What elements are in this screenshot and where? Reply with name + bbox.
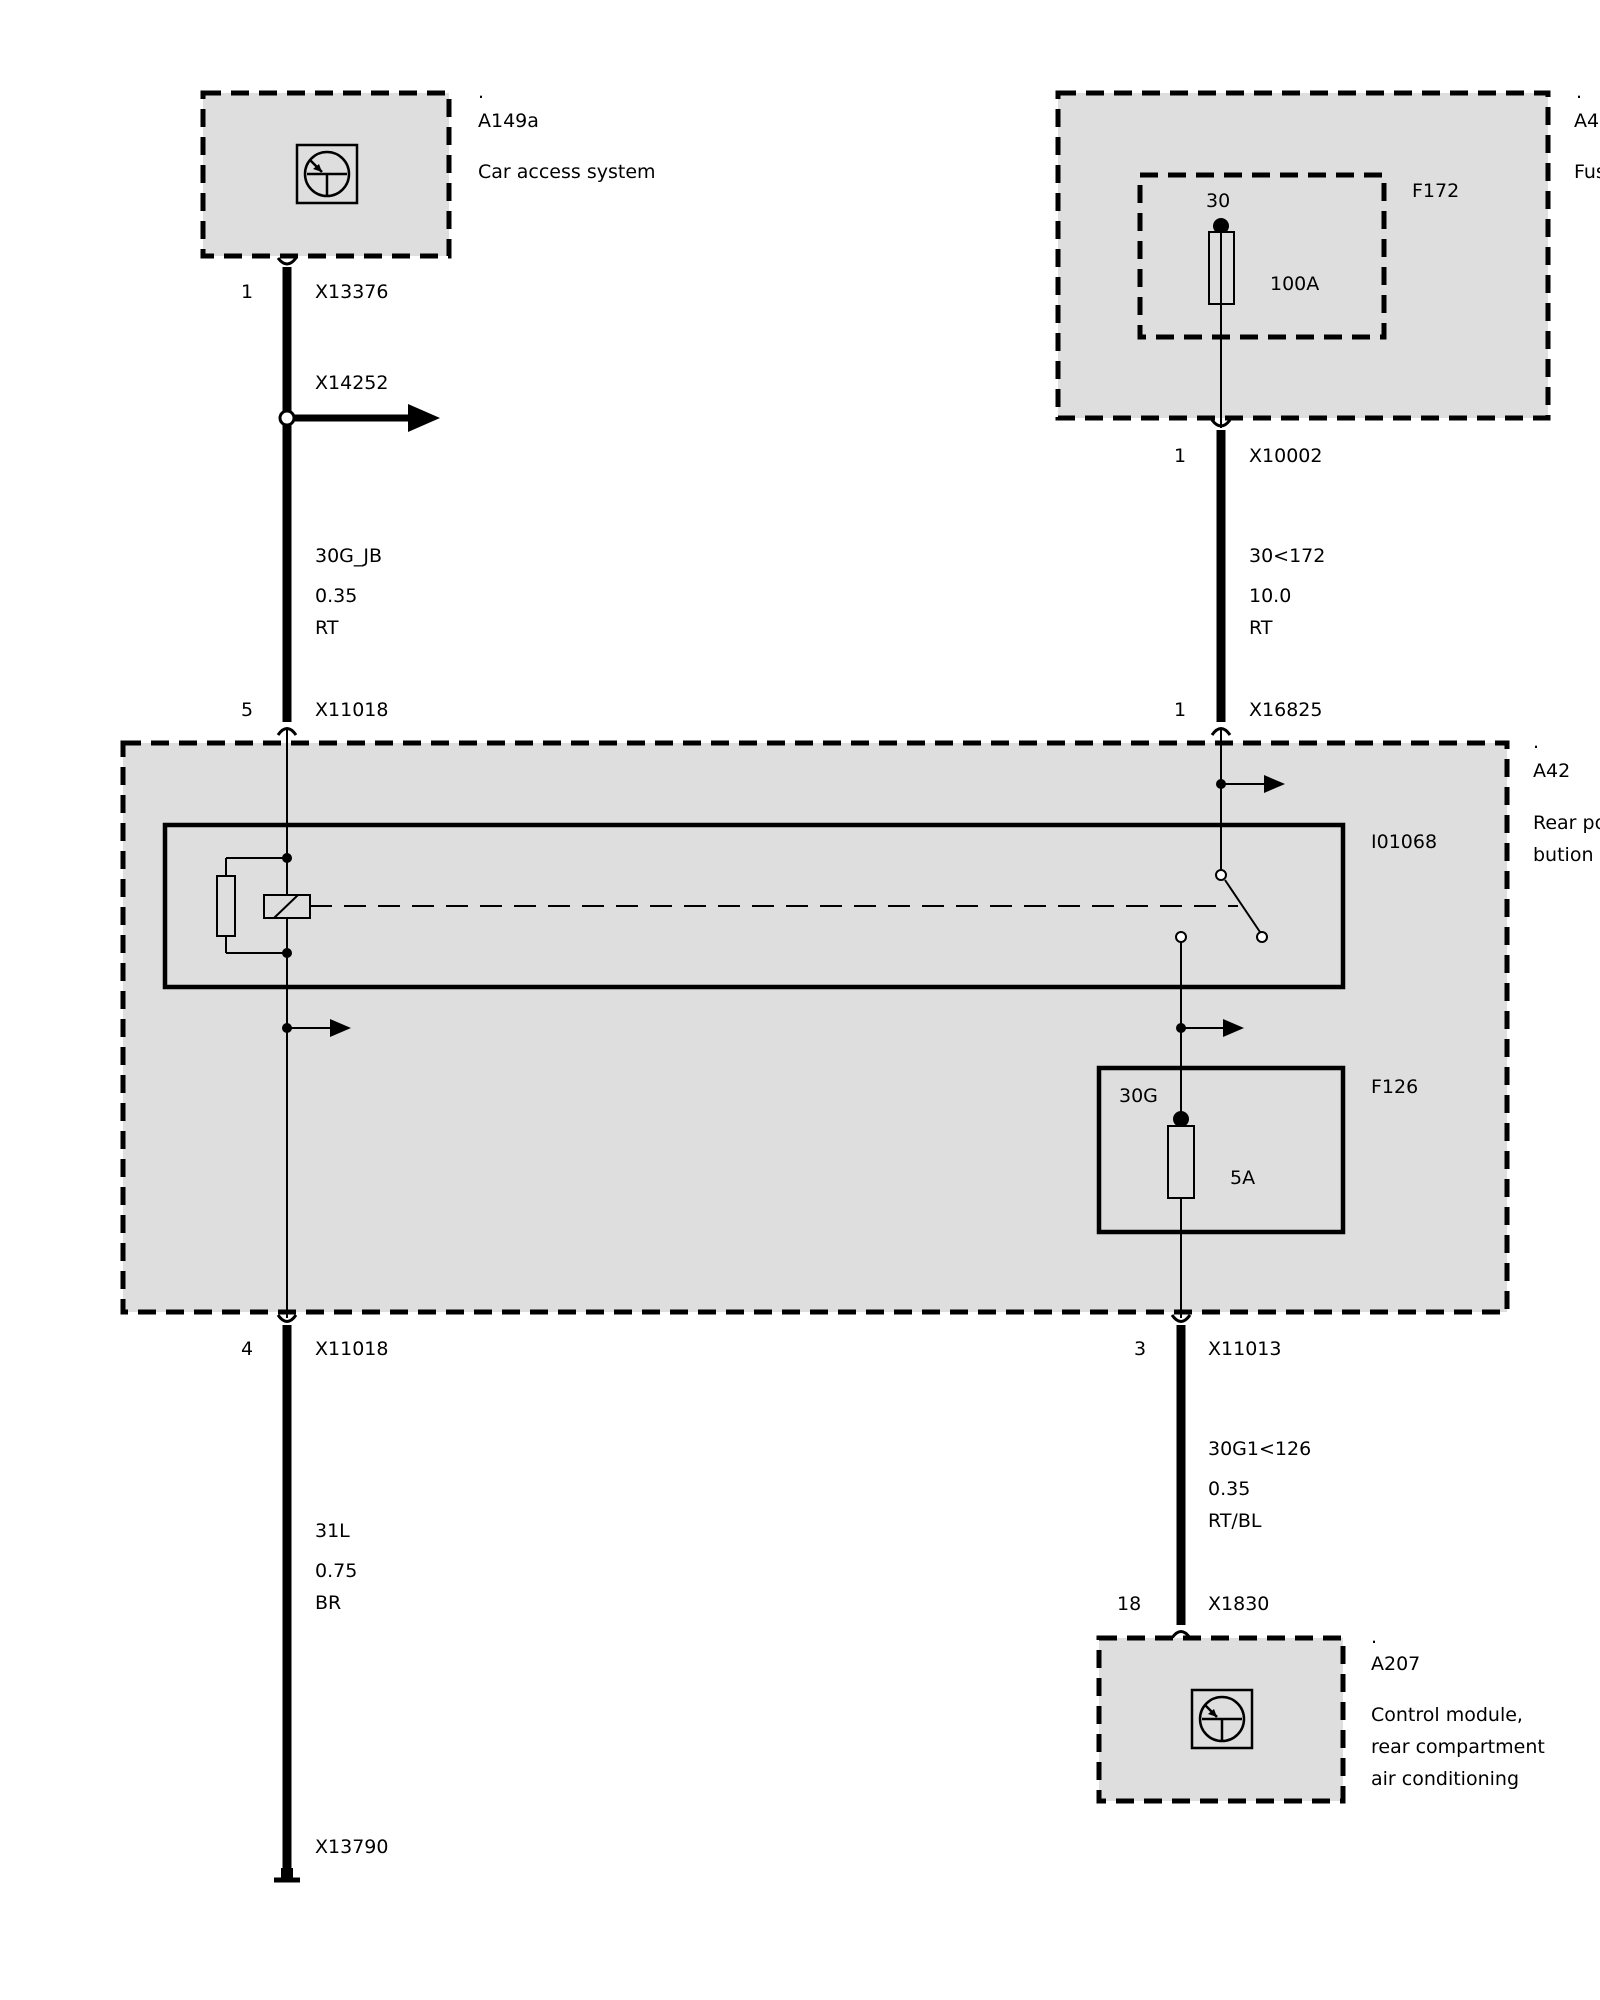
x11018-top-connector-hook	[276, 727, 298, 736]
x11018-top-pin: 5	[241, 699, 253, 721]
f172-terminal: 30	[1206, 190, 1230, 212]
wire-30-172-signal: 30<172	[1249, 545, 1325, 567]
x13376-pin: 1	[241, 281, 253, 303]
a149a-dot: .	[478, 81, 484, 103]
wire-31l-signal: 31L	[315, 1520, 350, 1542]
a4-name: Fus	[1574, 161, 1600, 183]
f172-id: F172	[1412, 180, 1459, 202]
x1830-pin: 18	[1117, 1593, 1141, 1615]
a4-module-box	[1055, 90, 1551, 421]
wire-30g1-126-signal: 30G1<126	[1208, 1438, 1311, 1460]
wire-30-172-gauge: 10.0	[1249, 585, 1291, 607]
f126-fuse-box	[1096, 1065, 1346, 1235]
x11018-bottom-pin: 4	[241, 1338, 253, 1360]
wire-30g-jb-signal: 30G_JB	[315, 545, 382, 567]
f126-id: F126	[1371, 1076, 1418, 1098]
relay-switch-contact-common	[1215, 869, 1227, 881]
a207-control-unit-icon	[1190, 1688, 1254, 1750]
right-branch-arrow-head	[1223, 1019, 1244, 1037]
x11018-bottom-connector-hook	[276, 1314, 298, 1323]
x11013-pin: 3	[1134, 1338, 1146, 1360]
x13790-label: X13790	[315, 1836, 388, 1858]
a149a-name: Car access system	[478, 161, 656, 183]
x14252-arrow-head	[408, 404, 440, 432]
a42-id: A42	[1533, 760, 1570, 782]
wire-30-172-color: RT	[1249, 617, 1273, 639]
wire-30g1-126-gauge: 0.35	[1208, 1478, 1250, 1500]
f126-terminal-dot	[1173, 1111, 1189, 1127]
a207-name-line2: rear compartment	[1371, 1736, 1545, 1758]
x16825-label: X16825	[1249, 699, 1322, 721]
wire-30g-jb-gauge: 0.35	[315, 585, 357, 607]
a42-name-line1: Rear po	[1533, 812, 1600, 834]
a149a-id: A149a	[478, 110, 539, 132]
wire-31l-color: BR	[315, 1592, 341, 1614]
a42-name-line2: bution b	[1533, 844, 1600, 866]
x14252-splice-point	[278, 409, 296, 427]
wire-31l-gauge: 0.75	[315, 1560, 357, 1582]
wire-30g1-126-color: RT/BL	[1208, 1510, 1262, 1532]
f126-rating: 5A	[1230, 1167, 1255, 1189]
relay-coil-node-top	[282, 853, 292, 863]
ground-terminal-icon	[274, 1868, 300, 1883]
relay-coil-node-bottom	[282, 948, 292, 958]
x11018-top-label: X11018	[315, 699, 388, 721]
a207-id: A207	[1371, 1653, 1420, 1675]
f172-fuse-box	[1137, 172, 1387, 340]
a149a-connector-hook	[276, 257, 298, 266]
right-feed-branch-arrow-head	[1264, 775, 1285, 793]
x11013-label: X11013	[1208, 1338, 1281, 1360]
f172-rating: 100A	[1270, 273, 1319, 295]
x16825-connector-hook	[1210, 727, 1232, 736]
x10002-label: X10002	[1249, 445, 1322, 467]
x1830-label: X1830	[1208, 1593, 1269, 1615]
f126-terminal: 30G	[1119, 1085, 1158, 1107]
i01068-relay-box	[162, 822, 1346, 990]
a207-name-line1: Control module,	[1371, 1704, 1523, 1726]
x14252-label: X14252	[315, 372, 388, 394]
a4-dot: .	[1576, 81, 1582, 103]
x11018-bottom-label: X11018	[315, 1338, 388, 1360]
relay-coil-icon	[216, 857, 311, 954]
x10002-connector-hook	[1210, 419, 1232, 428]
a42-dot: .	[1533, 731, 1539, 753]
x13376-label: X13376	[315, 281, 388, 303]
left-branch-arrow-head	[330, 1019, 351, 1037]
relay-switch-arm	[1224, 879, 1261, 933]
a207-dot: .	[1371, 1626, 1377, 1648]
a149a-control-unit-icon	[295, 143, 359, 205]
a4-id: A4	[1574, 110, 1599, 132]
a207-module-box	[1096, 1635, 1346, 1804]
x10002-pin: 1	[1174, 445, 1186, 467]
x11013-connector-hook	[1170, 1314, 1192, 1323]
relay-switch-contact-nc	[1256, 931, 1268, 943]
x16825-pin: 1	[1174, 699, 1186, 721]
wire-30g-jb-color: RT	[315, 617, 339, 639]
a42-module-box	[120, 740, 1510, 1315]
f126-fuse-icon	[1167, 1125, 1195, 1199]
a207-name-line3: air conditioning	[1371, 1768, 1519, 1790]
i01068-id: I01068	[1371, 831, 1437, 853]
relay-switch-contact-no	[1175, 931, 1187, 943]
